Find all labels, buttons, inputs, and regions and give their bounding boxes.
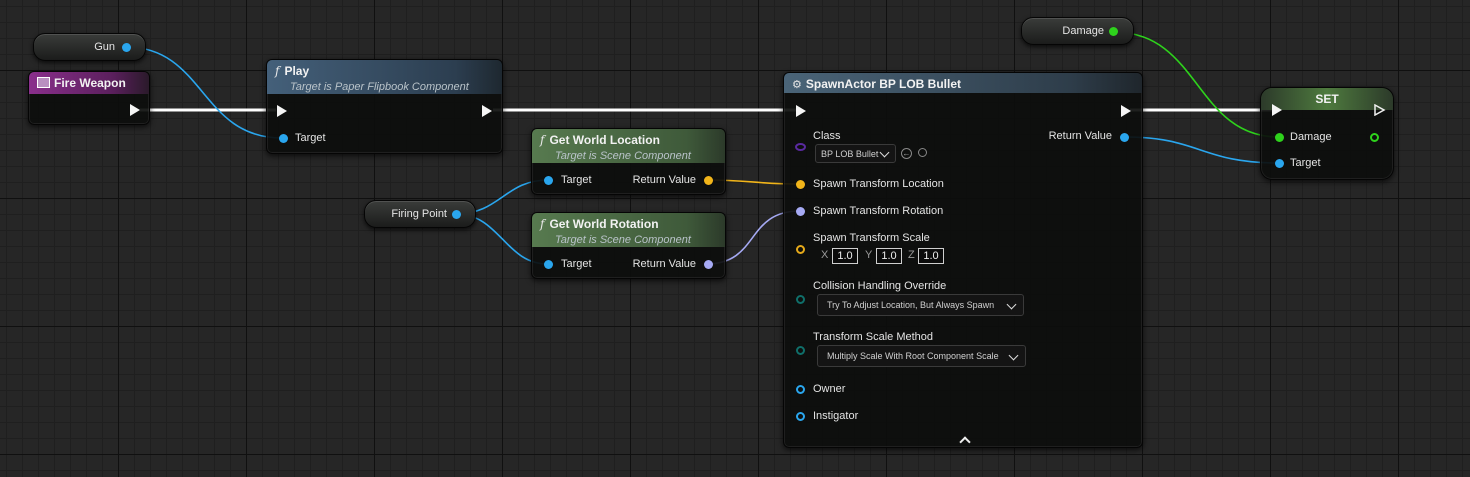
scale-x-input[interactable]: 1.0: [832, 248, 858, 264]
set-target-label: Target: [1290, 157, 1321, 169]
collision-pin[interactable]: [796, 295, 805, 304]
set-damage-in-pin[interactable]: [1275, 133, 1284, 142]
chevron-down-icon: [879, 147, 890, 158]
damage-label: Damage: [1062, 25, 1104, 37]
scale-y-label: Y: [865, 249, 873, 261]
browse-back-icon[interactable]: ←: [901, 148, 912, 159]
spawn-actor-return-pin[interactable]: [1120, 133, 1129, 142]
class-select[interactable]: BP LOB Bullet: [815, 144, 896, 163]
owner-pin[interactable]: [796, 385, 805, 394]
get-world-location-subtitle: Target is Scene Component: [555, 150, 691, 162]
collision-label: Collision Handling Override: [813, 280, 947, 292]
set-damage-label: Damage: [1290, 131, 1332, 143]
chevron-down-icon: [1006, 299, 1017, 310]
instigator-pin[interactable]: [796, 412, 805, 421]
return-value-label: Return Value: [1048, 130, 1112, 142]
function-icon: f: [540, 133, 545, 147]
gun-variable-node[interactable]: Gun: [33, 33, 146, 61]
spawn-rotation-label: Spawn Transform Rotation: [813, 205, 944, 217]
scale-method-select-value: Multiply Scale With Root Component Scale: [827, 351, 999, 361]
get-world-location-title: Get World Location: [549, 133, 660, 147]
play-title: Play: [284, 64, 310, 78]
play-exec-out-pin[interactable]: [482, 105, 492, 117]
set-damage-out-pin[interactable]: [1370, 133, 1379, 142]
get-world-rotation-title: Get World Rotation: [549, 217, 659, 231]
spawn-actor-title: SpawnActor BP LOB Bullet: [805, 77, 962, 91]
fire-weapon-title: Fire Weapon: [54, 76, 126, 90]
scale-method-select[interactable]: Multiply Scale With Root Component Scale: [817, 345, 1026, 367]
spawn-location-label: Spawn Transform Location: [813, 178, 944, 190]
spawn-scale-label: Spawn Transform Scale: [813, 232, 930, 244]
fire-weapon-exec-out-pin[interactable]: [130, 104, 140, 116]
collision-select-value: Try To Adjust Location, But Always Spawn: [827, 300, 995, 310]
scale-method-pin[interactable]: [796, 346, 805, 355]
function-icon: f: [540, 217, 545, 231]
set-header: SET: [1261, 88, 1393, 110]
spawn-actor-exec-in-pin[interactable]: [796, 105, 806, 117]
scale-z-input[interactable]: 1.0: [918, 248, 944, 264]
owner-label: Owner: [813, 383, 846, 395]
get-world-rotation-target-label: Target: [561, 258, 592, 270]
fire-weapon-event-node[interactable]: Fire Weapon: [28, 71, 150, 125]
search-icon[interactable]: [918, 148, 927, 157]
get-world-rotation-node[interactable]: f Get World Rotation Target is Scene Comp…: [531, 212, 726, 279]
set-exec-out-pin[interactable]: [1374, 104, 1386, 116]
set-variable-node[interactable]: SET Damage Target: [1260, 87, 1394, 180]
damage-output-pin[interactable]: [1109, 27, 1118, 36]
gun-output-pin[interactable]: [122, 43, 131, 52]
play-target-pin[interactable]: [279, 134, 288, 143]
scale-method-label: Transform Scale Method: [813, 331, 934, 343]
get-world-rotation-target-pin[interactable]: [544, 260, 553, 269]
get-world-location-header: f Get World Location Target is Scene Comp…: [532, 129, 725, 163]
firing-point-output-pin[interactable]: [452, 210, 461, 219]
event-icon: [37, 77, 50, 88]
fire-weapon-header: Fire Weapon: [29, 72, 149, 94]
get-world-rotation-return-label: Return Value: [632, 258, 696, 270]
get-world-rotation-header: f Get World Rotation Target is Scene Comp…: [532, 213, 725, 247]
damage-variable-node[interactable]: Damage: [1021, 17, 1134, 45]
get-world-rotation-return-pin[interactable]: [704, 260, 713, 269]
class-pin[interactable]: [795, 143, 806, 151]
get-world-location-return-pin[interactable]: [704, 176, 713, 185]
scale-x-label: X: [821, 249, 829, 261]
spawn-actor-header: ⚙SpawnActor BP LOB Bullet: [784, 73, 1142, 93]
spawn-rotation-pin[interactable]: [796, 207, 805, 216]
class-select-value: BP LOB Bullet: [821, 149, 879, 159]
spawn-actor-icon: ⚙: [792, 79, 802, 91]
play-target-label: Target: [295, 132, 326, 144]
get-world-location-return-label: Return Value: [632, 174, 696, 186]
spawn-location-pin[interactable]: [796, 180, 805, 189]
play-subtitle: Target is Paper Flipbook Component: [290, 81, 469, 93]
scale-z-label: Z: [908, 249, 915, 261]
get-world-location-target-pin[interactable]: [544, 176, 553, 185]
get-world-location-node[interactable]: f Get World Location Target is Scene Comp…: [531, 128, 726, 195]
chevron-down-icon: [1008, 350, 1019, 361]
firing-point-variable-node[interactable]: Firing Point: [364, 200, 476, 228]
scale-y-input[interactable]: 1.0: [876, 248, 902, 264]
get-world-rotation-subtitle: Target is Scene Component: [555, 234, 691, 246]
play-exec-in-pin[interactable]: [277, 105, 287, 117]
spawn-scale-pin[interactable]: [796, 245, 805, 254]
play-function-node[interactable]: f Play Target is Paper Flipbook Component…: [266, 59, 503, 154]
gun-label: Gun: [94, 41, 115, 53]
collapse-advanced-icon[interactable]: [959, 436, 971, 448]
spawn-actor-node[interactable]: ⚙SpawnActor BP LOB Bullet Class BP LOB B…: [783, 72, 1143, 448]
class-label: Class: [813, 130, 841, 142]
function-icon: f: [275, 64, 280, 78]
wire-return-to-set-target: [1124, 136, 1280, 164]
collision-select[interactable]: Try To Adjust Location, But Always Spawn: [817, 294, 1024, 316]
get-world-location-target-label: Target: [561, 174, 592, 186]
spawn-actor-exec-out-pin[interactable]: [1121, 105, 1131, 117]
firing-point-label: Firing Point: [391, 208, 447, 220]
play-header: f Play Target is Paper Flipbook Component: [267, 60, 502, 94]
instigator-label: Instigator: [813, 410, 859, 422]
set-title: SET: [1315, 92, 1339, 106]
set-target-pin[interactable]: [1275, 159, 1284, 168]
set-exec-in-pin[interactable]: [1272, 104, 1282, 116]
